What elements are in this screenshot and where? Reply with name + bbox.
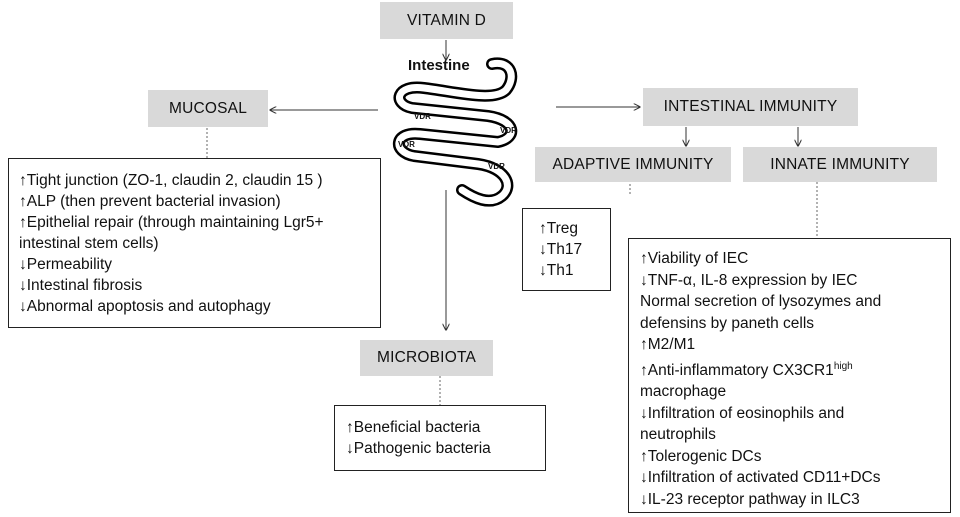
list-item: ↑Epithelial repair (through maintaining … (19, 214, 324, 231)
intestine-title: Intestine (408, 57, 470, 74)
adaptive-effects-box: ↑Treg ↓Th17 ↓Th1 (522, 208, 611, 291)
list-item: macrophage (640, 383, 727, 401)
superscript-high: high (833, 360, 853, 372)
vdr-label: VDR (488, 162, 505, 171)
list-item: ↑Tolerogenic DCs (640, 447, 762, 465)
list-item: ↓Infiltration of activated CD11+DCs (640, 469, 881, 487)
microbiota-effects-box: ↑Beneficial bacteria ↓Pathogenic bacteri… (334, 405, 546, 471)
list-item: ↑M2/M1 (640, 336, 696, 353)
list-item: ↓IL-23 receptor pathway in ILC3 (640, 490, 860, 508)
intestine-drawing (392, 57, 518, 207)
list-item: ↓Th17 (539, 241, 583, 258)
list-item: ↓Intestinal fibrosis (19, 277, 143, 294)
list-item: ↑Anti-inflammatory CX3CR1high (640, 356, 950, 382)
vdr-label: VDR (414, 112, 431, 121)
list-item: ↑Viability of IEC (640, 250, 749, 267)
mucosal-effects-box: ↑Tight junction (ZO-1, claudin 2, claudi… (8, 158, 381, 328)
list-item: defensins by paneth cells (640, 314, 815, 332)
innate-immunity-label: INNATE IMMUNITY (743, 147, 937, 182)
microbiota-label: MICROBIOTA (360, 340, 493, 376)
list-item: ↓Th1 (539, 262, 574, 279)
list-item-text: ↑Anti-inflammatory CX3CR1 (640, 361, 834, 379)
intestinal-immunity-label: INTESTINAL IMMUNITY (643, 88, 858, 126)
list-item: neutrophils (640, 426, 716, 444)
list-item: ↑Treg (539, 220, 579, 237)
list-item: ↑Tight junction (ZO-1, claudin 2, claudi… (19, 172, 323, 189)
list-item: ↑ALP (then prevent bacterial invasion) (19, 193, 281, 210)
innate-effects-box: ↑Viability of IEC ↓TNF-α, IL-8 expressio… (628, 238, 951, 513)
list-item: ↓Pathogenic bacteria (346, 440, 491, 457)
list-item: ↓Permeability (19, 256, 113, 273)
list-item: Normal secretion of lysozymes and (640, 293, 882, 310)
vdr-label: VDR (500, 126, 517, 135)
list-item: ↑Beneficial bacteria (346, 419, 481, 436)
mucosal-label: MUCOSAL (148, 90, 268, 127)
list-item: ↓Abnormal apoptosis and autophagy (19, 298, 271, 315)
vitamin-d-label: VITAMIN D (380, 2, 513, 39)
list-item: ↓TNF-α, IL-8 expression by IEC (640, 271, 858, 289)
list-item: intestinal stem cells) (19, 235, 159, 252)
adaptive-immunity-label: ADAPTIVE IMMUNITY (535, 147, 731, 182)
list-item: ↓Infiltration of eosinophils and (640, 404, 845, 422)
vdr-label: VDR (398, 140, 415, 149)
